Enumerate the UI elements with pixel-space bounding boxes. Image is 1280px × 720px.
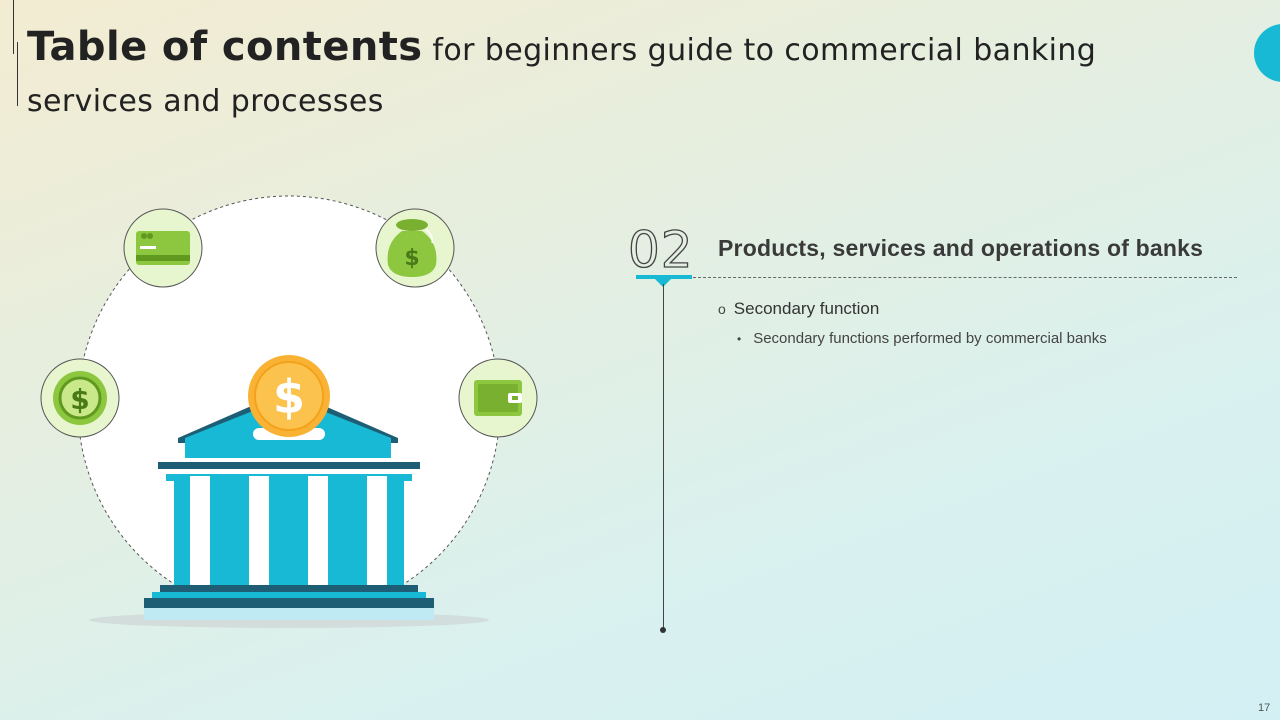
wallet-icon — [458, 358, 538, 438]
timeline-line — [663, 284, 664, 630]
timeline-end-dot — [660, 627, 666, 633]
gold-coin-icon: $ — [248, 355, 330, 437]
section-title: Products, services and operations of ban… — [718, 235, 1204, 261]
page-title: Table of contents for beginners guide to… — [27, 24, 1207, 129]
corner-circle-decoration — [1254, 24, 1280, 82]
page-number: 17 — [1258, 702, 1271, 714]
bullet-text: Secondary function — [733, 299, 880, 318]
title-bold-part: Table of contents — [27, 24, 423, 70]
banking-illustration: $ $ — [40, 195, 538, 628]
title-regular-part: for beginners guide to commercial bankin… — [27, 33, 1097, 119]
dollar-coin-icon: $ — [40, 358, 120, 438]
sub-bullet-text: Secondary functions performed by commerc… — [753, 330, 1107, 347]
bullet-item: o Secondary function — [718, 299, 879, 319]
section-accent-bar — [636, 275, 692, 279]
section-number: 02 — [627, 221, 694, 279]
svg-text:$: $ — [273, 370, 305, 424]
section-accent-pointer — [655, 279, 671, 287]
hollow-bullet-icon: o — [718, 301, 726, 317]
credit-card-icon — [123, 208, 203, 288]
decorative-line — [13, 0, 14, 54]
money-bag-icon: $ — [375, 208, 455, 288]
sub-bullet-item: • Secondary functions performed by comme… — [737, 330, 1107, 347]
dot-bullet-icon: • — [737, 331, 742, 346]
section-divider — [693, 277, 1237, 278]
svg-text:$: $ — [404, 246, 419, 271]
svg-text:$: $ — [70, 383, 89, 416]
title-accent-line — [17, 42, 18, 106]
